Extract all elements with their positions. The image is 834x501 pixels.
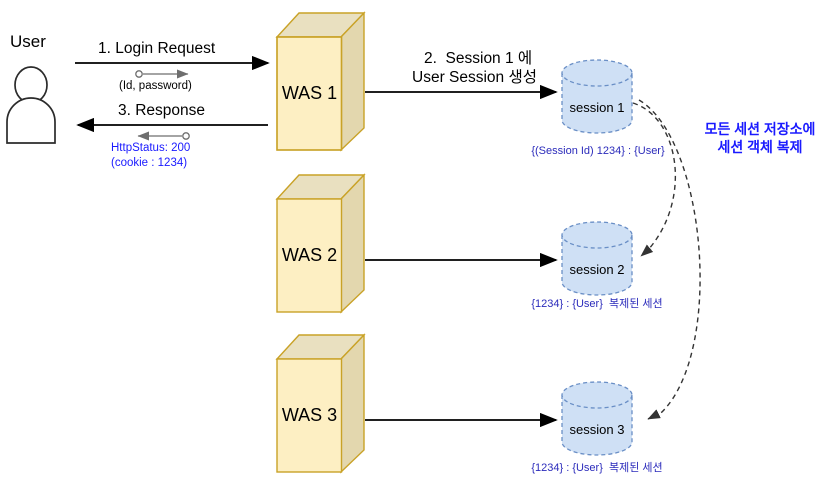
session-2-label: session 2 <box>569 262 625 277</box>
create-session-label-line2: User Session 생성 <box>412 69 538 86</box>
login-request-label: 1. Login Request <box>98 40 216 57</box>
replication-note-line1: 모든 세션 저장소에 <box>704 121 816 137</box>
actor-label: User <box>10 32 46 51</box>
was-3-label: WAS 3 <box>281 405 338 425</box>
response-label: 3. Response <box>118 102 206 119</box>
response-cookie: (cookie : 1234) <box>111 157 188 169</box>
session-2-shape <box>561 221 633 296</box>
session-3-shape <box>561 381 633 456</box>
create-session-label-line1: 2. Session 1 에 <box>424 50 533 67</box>
replication-note-line2: 세션 객체 복제 <box>717 139 803 155</box>
session-2-caption: {1234} : {User} 복제된 세션 <box>531 298 663 310</box>
response-httpstatus: HttpStatus: 200 <box>111 142 191 154</box>
http-status-arrow <box>137 131 190 141</box>
was-1-shape <box>275 11 366 152</box>
session-1-label: session 1 <box>569 100 625 115</box>
session-1-caption: {(Session Id) 1234} : {User} <box>531 145 665 157</box>
login-request-payload: (Id, password) <box>119 80 192 92</box>
person-icon <box>6 66 56 144</box>
id-password-arrow <box>135 69 189 79</box>
was-3-shape <box>275 333 366 474</box>
replication-arrow-to-session-2 <box>632 102 676 257</box>
was-2-shape <box>275 173 366 314</box>
was-2-label: WAS 2 <box>281 245 338 265</box>
was-1-label: WAS 1 <box>281 83 338 103</box>
session-3-caption: {1234} : {User} 복제된 세션 <box>531 462 663 474</box>
session-3-label: session 3 <box>569 422 625 437</box>
replication-arrow-to-session-3 <box>638 99 701 420</box>
session-1-shape <box>561 59 633 134</box>
